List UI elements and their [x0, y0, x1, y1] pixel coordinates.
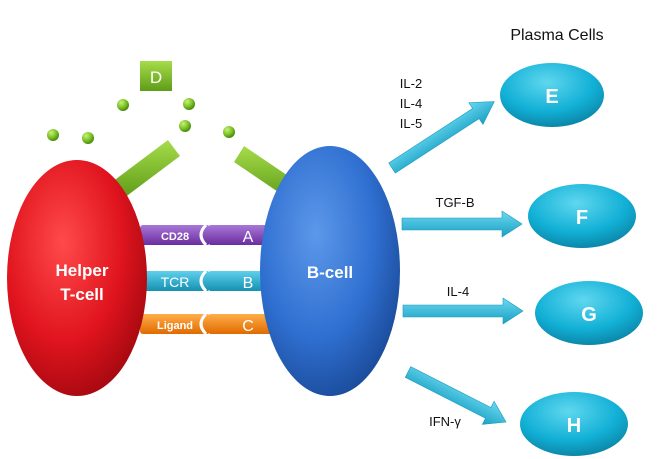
receptor-right-label: C — [242, 318, 254, 335]
receptor-row-cd28 — [140, 223, 270, 247]
plasma-cell-h — [520, 392, 628, 456]
plasma-cell-g — [535, 281, 643, 345]
receptor-row-ligand — [140, 312, 270, 336]
arrow-to-e — [388, 101, 495, 174]
receptor-row-tcr — [140, 269, 270, 293]
plasma-cells-title: Plasma Cells — [510, 27, 603, 44]
plasma-cell-label: H — [567, 415, 581, 437]
receptor-left-label: TCR — [161, 274, 190, 290]
helper-cell-label-line1: Helper — [56, 261, 109, 280]
cytokine-dot — [223, 126, 235, 138]
b-cell — [260, 146, 400, 396]
plasma-cell-label: G — [581, 304, 597, 326]
plasma-cell-e — [500, 63, 604, 127]
signal-label: IL-4 — [447, 284, 469, 299]
signal-label: IL-2 — [400, 76, 422, 91]
arrow-to-g — [402, 297, 524, 325]
cytokine-dot — [183, 98, 195, 110]
cytokine-dot — [179, 120, 191, 132]
plasma-cell-label: E — [545, 86, 558, 108]
cytokine-box — [140, 61, 172, 91]
cytokine-dot — [82, 132, 94, 144]
arrow-to-f — [401, 210, 523, 238]
cytokine-dot — [47, 129, 59, 141]
cytokine-box-label: D — [150, 68, 162, 87]
helper-green-receptor — [112, 139, 184, 198]
helper-t-cell — [7, 160, 147, 396]
receptor-right-label: A — [243, 229, 254, 246]
receptor-left-label: Ligand — [157, 320, 193, 332]
signal-label: TGF-B — [436, 195, 475, 210]
signal-label: IFN-γ — [429, 414, 461, 429]
arrow-to-h — [404, 366, 507, 425]
helper-cell-label-line2: T-cell — [60, 285, 103, 304]
receptor-left-label: CD28 — [161, 231, 189, 243]
signal-label: IL-5 — [400, 116, 422, 131]
plasma-cell-label: F — [576, 207, 588, 229]
receptor-right-label: B — [243, 275, 254, 292]
cytokine-dot — [117, 99, 129, 111]
plasma-cell-f — [528, 184, 636, 248]
b-cell-label: B-cell — [307, 263, 353, 282]
signal-label: IL-4 — [400, 96, 422, 111]
